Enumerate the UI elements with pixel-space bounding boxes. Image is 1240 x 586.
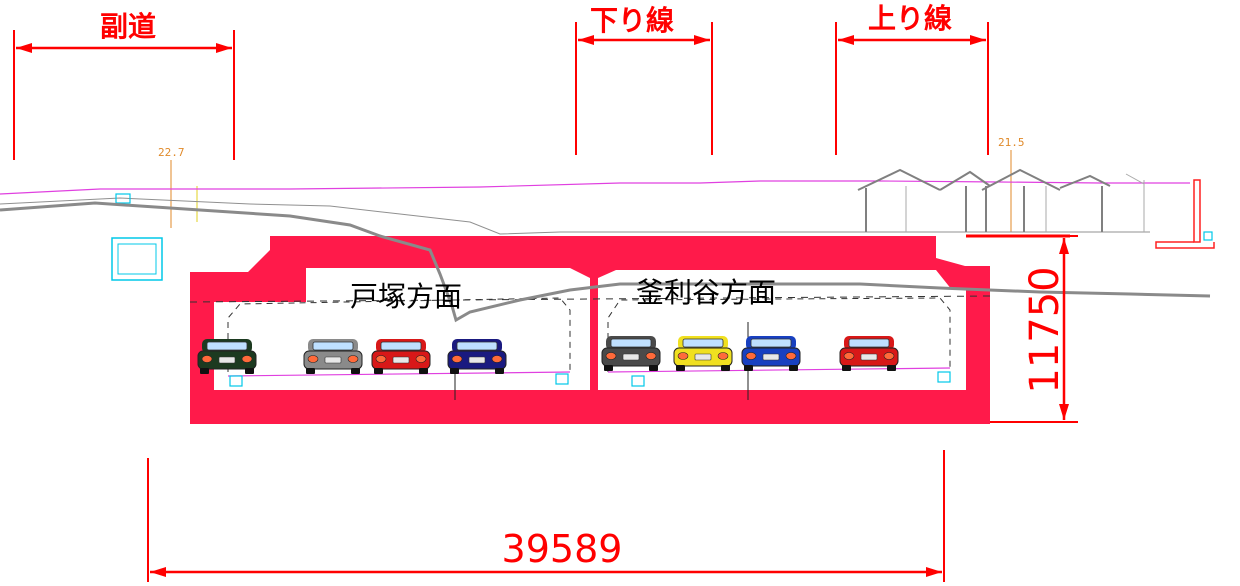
- inner-lining: [227, 297, 951, 372]
- tunnel-concrete-structure: [190, 236, 990, 424]
- right-bore-road: [607, 367, 951, 373]
- car-right-2: [673, 336, 733, 371]
- car-left-4: [447, 339, 507, 374]
- elevation-right-label: 21.5: [998, 136, 1025, 149]
- surface-road-line: [0, 180, 1190, 195]
- up-line-dimension: 上り線: [835, 2, 989, 155]
- utility-box-left: [111, 237, 163, 281]
- original-ground-line: [0, 197, 1150, 235]
- car-right-1: [601, 336, 661, 371]
- elevation-left-label: 22.7: [158, 146, 185, 159]
- cars-layer: [197, 336, 899, 374]
- existing-ground-thick-line: [0, 201, 1211, 323]
- up-line-label: 上り線: [868, 2, 952, 35]
- roadside-canopy: [857, 168, 1111, 232]
- side-road-label: 副道: [100, 10, 156, 43]
- left-bore-road: [227, 371, 571, 377]
- down-line-label: 下り線: [590, 4, 674, 37]
- car-left-3: [371, 339, 431, 374]
- car-right-3: [741, 336, 801, 371]
- tunnel-guide-dashed: [189, 295, 991, 303]
- side-road-dimension: 副道: [13, 10, 235, 160]
- drain-icons: [115, 193, 1213, 387]
- retaining-wall-right: [1155, 179, 1215, 249]
- elevation-marker-left: 22.7: [158, 146, 198, 228]
- car-right-4: [839, 336, 899, 371]
- down-line-dimension: 下り線: [575, 4, 713, 155]
- width-dimension-label: 39589: [502, 527, 623, 571]
- tunnel-left-label: 戸塚方面: [350, 280, 462, 313]
- tunnel-right-label: 釜利谷方面: [636, 276, 776, 309]
- car-left-1: [197, 339, 257, 374]
- elevation-marker-right: 21.5: [998, 136, 1025, 232]
- height-dimension-label: 11750: [1022, 266, 1068, 393]
- car-left-2: [303, 339, 363, 374]
- width-dimension: 39589: [147, 450, 945, 582]
- height-dimension: 11750: [990, 235, 1078, 423]
- roadside-thin-lines: [905, 173, 1145, 232]
